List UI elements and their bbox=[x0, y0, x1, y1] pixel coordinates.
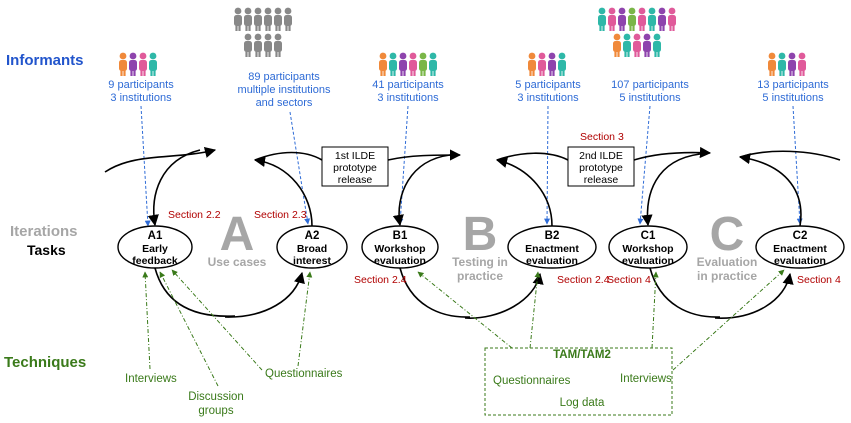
task-a2-code: A2 bbox=[305, 230, 320, 242]
release-box-1: 1st ILDE prototype release bbox=[321, 146, 389, 187]
technique-interviews-c: Interviews bbox=[620, 373, 672, 385]
task-b2-line1: Enactment bbox=[525, 243, 579, 255]
release-2-line1: 2nd ILDE bbox=[579, 150, 623, 162]
participants-b2-line2: 3 institutions bbox=[517, 92, 579, 104]
people-icon-b1 bbox=[379, 52, 437, 76]
technique-discussion-line2: groups bbox=[198, 405, 233, 417]
tasks-label: Tasks bbox=[27, 242, 66, 258]
task-a1-code: A1 bbox=[148, 230, 163, 242]
techniques-label: Techniques bbox=[4, 354, 86, 371]
people-icon-c1 bbox=[598, 7, 676, 57]
iteration-b-caption1: Testing in bbox=[452, 255, 508, 269]
task-c1-line2: evaluation bbox=[622, 255, 674, 267]
section-4-label-c1: Section 4 bbox=[607, 274, 651, 286]
task-b1-line2: evaluation bbox=[374, 255, 426, 267]
participants-c2-line2: 5 institutions bbox=[762, 92, 824, 104]
release-1-line3: release bbox=[338, 174, 373, 186]
people-icon-b2 bbox=[528, 52, 566, 76]
task-connector-arrows bbox=[147, 149, 802, 227]
upper-flow-arrows bbox=[104, 146, 841, 173]
release-1-line2: prototype bbox=[333, 162, 377, 174]
participants-a2-line2: multiple institutions bbox=[238, 84, 331, 96]
iteration-c-caption2: in practice bbox=[697, 269, 757, 283]
release-1-line1: 1st ILDE bbox=[335, 150, 375, 162]
iteration-b-caption2: practice bbox=[457, 269, 503, 283]
people-icon-c2 bbox=[768, 52, 806, 76]
task-a1-line1: Early bbox=[142, 243, 168, 255]
section-2-4-label-b2: Section 2.4 bbox=[557, 274, 610, 286]
iteration-a-caption: Use cases bbox=[208, 255, 267, 269]
task-a1-line2: feedback bbox=[132, 255, 178, 267]
participants-a1-line2: 3 institutions bbox=[110, 92, 172, 104]
task-b2: B2 Enactment evaluation bbox=[507, 225, 597, 269]
participants-a2-line1: 89 participants bbox=[248, 71, 320, 83]
technique-interviews-a: Interviews bbox=[125, 373, 177, 385]
informant-connectors bbox=[140, 105, 803, 227]
task-c2-code: C2 bbox=[793, 230, 808, 242]
participants-c1-line1: 107 participants bbox=[611, 79, 689, 91]
task-b2-line2: evaluation bbox=[526, 255, 578, 267]
section-2-4-label-b1: Section 2.4 bbox=[354, 274, 407, 286]
participants-b1-line2: 3 institutions bbox=[377, 92, 439, 104]
task-a1: A1 Early feedback bbox=[117, 225, 193, 269]
people-icon-a2 bbox=[234, 7, 292, 57]
participants-b1-line1: 41 participants bbox=[372, 79, 444, 91]
task-b1-line1: Workshop bbox=[374, 243, 425, 255]
lower-flow-arrows bbox=[154, 267, 794, 319]
participants-c1-line2: 5 institutions bbox=[619, 92, 681, 104]
task-c1: C1 Workshop evaluation bbox=[608, 225, 688, 269]
iterations-label: Iterations bbox=[10, 223, 78, 240]
technique-questionnaires-b: Questionnaires bbox=[493, 375, 571, 387]
iteration-c-letter: C bbox=[710, 208, 745, 261]
people-icon-a1 bbox=[119, 52, 157, 76]
participants-a1-line1: 9 participants bbox=[108, 79, 174, 91]
participants-b2-line1: 5 participants bbox=[515, 79, 581, 91]
release-2-line2: prototype bbox=[579, 162, 623, 174]
iteration-b-letter: B bbox=[463, 208, 498, 261]
iteration-a-letter: A bbox=[220, 208, 255, 261]
section-2-2-label: Section 2.2 bbox=[168, 209, 221, 221]
section-2-3-label: Section 2.3 bbox=[254, 209, 307, 221]
section-3-label: Section 3 bbox=[580, 131, 624, 143]
task-c2-line1: Enactment bbox=[773, 243, 827, 255]
technique-log-data: Log data bbox=[560, 397, 605, 409]
task-c1-line1: Workshop bbox=[622, 243, 673, 255]
technique-tam: TAM/TAM2 bbox=[553, 349, 611, 361]
task-b1: B1 Workshop evaluation bbox=[361, 225, 439, 269]
technique-connectors bbox=[142, 269, 785, 387]
task-c1-code: C1 bbox=[641, 230, 656, 242]
release-box-2: 2nd ILDE prototype release bbox=[567, 146, 635, 187]
informants-label: Informants bbox=[6, 52, 84, 69]
iteration-c-caption1: Evaluation bbox=[697, 255, 758, 269]
technique-discussion-line1: Discussion bbox=[188, 391, 244, 403]
task-c2-line2: evaluation bbox=[774, 255, 826, 267]
task-b2-code: B2 bbox=[545, 230, 560, 242]
tam-group-box bbox=[484, 347, 673, 416]
task-a2-line1: Broad bbox=[297, 243, 327, 255]
task-b1-code: B1 bbox=[393, 230, 408, 242]
section-4-label-c2: Section 4 bbox=[797, 274, 841, 286]
technique-questionnaires-a: Questionnaires bbox=[265, 368, 343, 380]
task-a2: A2 Broad interest bbox=[276, 225, 348, 269]
participants-c2-line1: 13 participants bbox=[757, 79, 829, 91]
release-2-line3: release bbox=[584, 174, 619, 186]
task-c2: C2 Enactment evaluation bbox=[755, 225, 845, 269]
participants-a2-line3: and sectors bbox=[256, 97, 313, 109]
task-a2-line2: interest bbox=[293, 255, 331, 267]
